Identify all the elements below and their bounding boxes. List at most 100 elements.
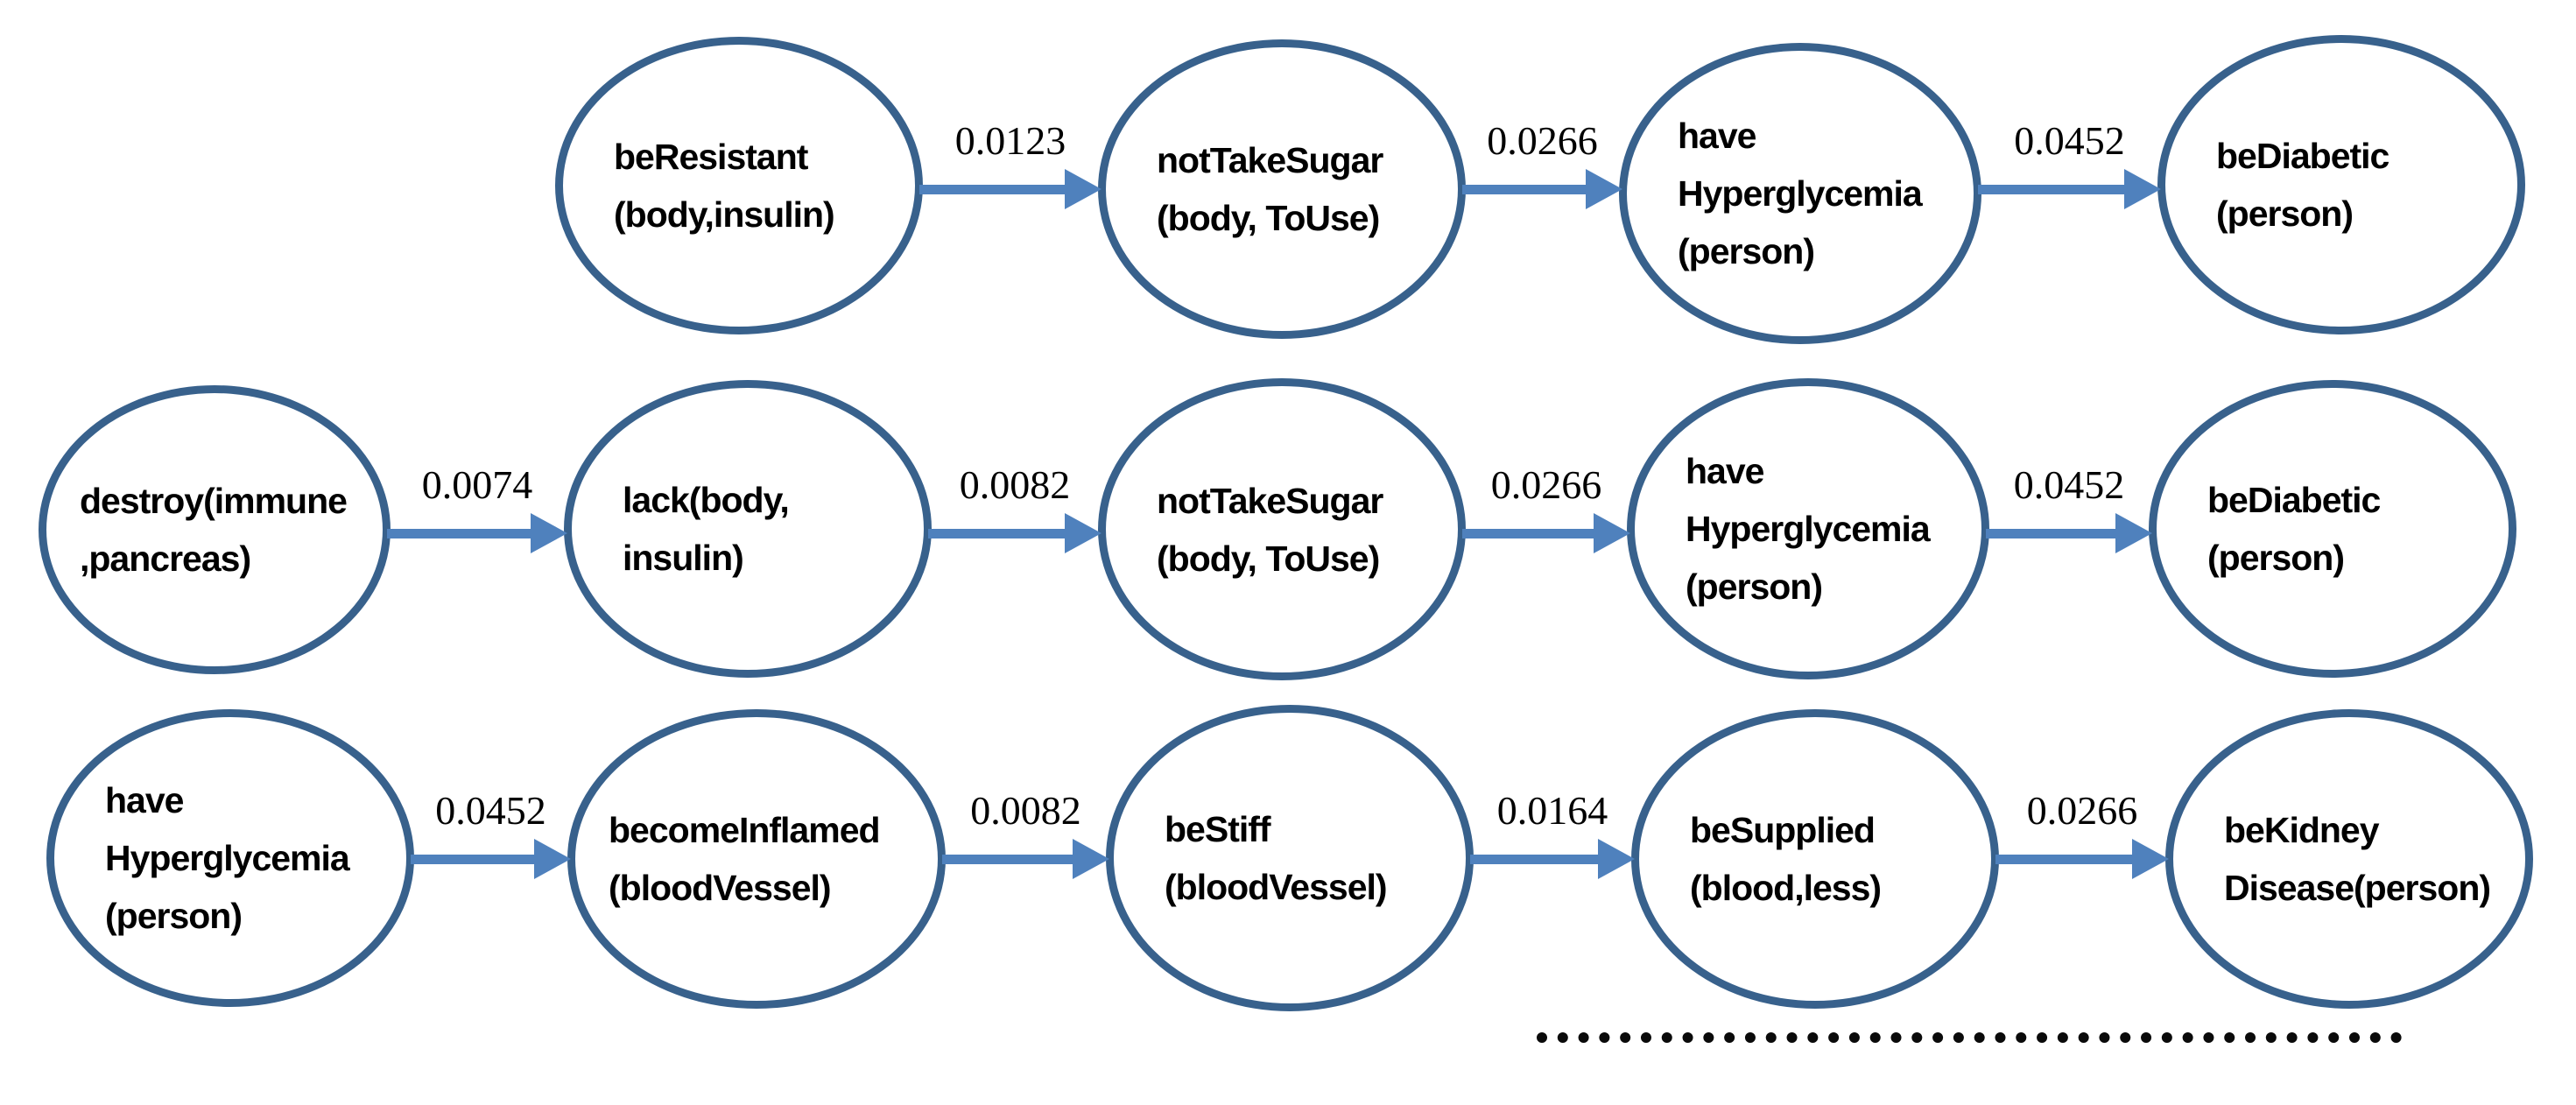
node-text-line: (body,insulin) <box>614 194 835 235</box>
node-text-line: (bloodVessel) <box>1165 867 1388 907</box>
arrow-shaft <box>1995 854 2132 864</box>
node-text-line: (person) <box>2216 194 2354 234</box>
node-beDiabetic-row1: beDiabetic (person) <box>2157 35 2525 334</box>
node-text-line: Hyperglycemia <box>1686 509 1931 549</box>
arrow-shaft <box>1462 184 1586 194</box>
node-beSupplied-blood-less: beSupplied (blood,less) <box>1631 709 1999 1009</box>
node-text-line: beSupplied <box>1690 810 1876 850</box>
edge-weight-label: 0.0082 <box>959 462 1071 507</box>
arrow-head <box>2124 169 2161 209</box>
node-haveHyperglycemia-row3: have Hyperglycemia (person) <box>46 709 414 1007</box>
node-beKidneyDisease-person: beKidney Disease(person) <box>2165 709 2533 1009</box>
node-text-line: Disease(person) <box>2224 868 2491 908</box>
node-notTakeSugar-row1: notTakeSugar (body, ToUse) <box>1098 39 1466 339</box>
arrow-shaft <box>928 528 1065 538</box>
node-text-line: beDiabetic <box>2207 480 2381 520</box>
edge-r1-2: 0.0266 <box>1462 118 1622 209</box>
edge-weight-label: 0.0266 <box>1490 462 1602 507</box>
node-text-line: (blood,less) <box>1690 868 1882 908</box>
node-text-line: Hyperglycemia <box>105 838 350 878</box>
edge-weight-label: 0.0074 <box>421 462 533 507</box>
edge-r1-3: 0.0452 <box>1978 118 2161 209</box>
arrow-right-connector <box>1995 839 2169 879</box>
edge-weight-label: 0.0452 <box>435 788 546 833</box>
edge-r3-3: 0.0164 <box>1470 788 1635 879</box>
node-text-line: ,pancreas) <box>80 538 251 579</box>
arrow-shaft <box>1462 528 1594 538</box>
node-text-line: (bloodVessel) <box>609 868 832 908</box>
arrow-head <box>1586 169 1622 209</box>
arrow-head <box>1065 513 1101 553</box>
arrow-head <box>2115 513 2152 553</box>
node-becomeInflamed-bloodVessel: becomeInflamed (bloodVessel) <box>567 709 946 1009</box>
node-text-line: (body, ToUse) <box>1157 538 1380 579</box>
edge-weight-label: 0.0452 <box>2014 118 2125 163</box>
edge-weight-label: 0.0452 <box>2013 462 2125 507</box>
arrow-right-connector <box>942 839 1109 879</box>
edge-r2-3: 0.0266 <box>1462 462 1630 553</box>
node-beStiff-bloodVessel: beStiff (bloodVessel) <box>1106 705 1474 1011</box>
edge-r2-1: 0.0074 <box>387 462 567 553</box>
node-text-line: have <box>1686 451 1764 491</box>
arrow-head <box>1598 839 1635 879</box>
edge-weight-label: 0.0123 <box>954 118 1066 163</box>
node-text-line: (person) <box>1678 231 1815 271</box>
node-text-line: becomeInflamed <box>609 810 881 850</box>
edge-r3-4: 0.0266 <box>1995 788 2169 879</box>
node-notTakeSugar-row2: notTakeSugar (body, ToUse) <box>1098 378 1466 680</box>
node-text-line: have <box>105 780 184 820</box>
arrow-shaft <box>1978 184 2124 194</box>
arrow-right-connector <box>919 169 1101 209</box>
arrow-head <box>2132 839 2169 879</box>
arrow-right-connector <box>1986 513 2152 553</box>
edge-r1-1: 0.0123 <box>919 118 1101 209</box>
arrow-right-connector <box>1462 513 1630 553</box>
node-text-line: insulin) <box>623 538 744 578</box>
node-text-line: (body, ToUse) <box>1157 198 1380 238</box>
arrow-right-connector <box>1462 169 1622 209</box>
arrow-head <box>534 839 571 879</box>
node-text-line: beStiff <box>1165 809 1271 849</box>
node-text-line: (person) <box>2207 538 2345 578</box>
node-text-line: have <box>1678 116 1756 156</box>
arrow-right-connector <box>1978 169 2161 209</box>
arrow-right-connector <box>387 513 567 553</box>
edge-r2-2: 0.0082 <box>928 462 1101 553</box>
edge-weight-label: 0.0164 <box>1496 788 1608 833</box>
node-haveHyperglycemia-row1: have Hyperglycemia (person) <box>1619 43 1981 344</box>
arrow-right-connector <box>928 513 1101 553</box>
edge-weight-label: 0.0082 <box>970 788 1081 833</box>
node-text-line: notTakeSugar <box>1157 140 1383 180</box>
arrow-shaft <box>942 854 1073 864</box>
arrow-head <box>1594 513 1630 553</box>
node-text-line: (person) <box>1686 567 1823 607</box>
node-text-line: beResistant <box>614 137 808 177</box>
node-text-line: (person) <box>105 896 243 936</box>
edge-r3-2: 0.0082 <box>942 788 1109 879</box>
edge-r2-4: 0.0452 <box>1986 462 2152 553</box>
arrow-head <box>1073 839 1109 879</box>
continuation-dotted-line <box>1537 1031 2402 1043</box>
arrow-shaft <box>411 854 534 864</box>
node-destroy-immune-pancreas: destroy(immune ,pancreas) <box>39 385 391 674</box>
node-lack-body-insulin: lack(body, insulin) <box>564 380 932 678</box>
arrow-right-connector <box>1470 839 1635 879</box>
node-haveHyperglycemia-row2: have Hyperglycemia (person) <box>1627 378 1989 679</box>
node-text-line: destroy(immune <box>80 481 348 521</box>
node-text-line: beDiabetic <box>2216 136 2389 176</box>
node-text-line: notTakeSugar <box>1157 480 1383 521</box>
node-beResistant-body-insulin: beResistant (body,insulin) <box>555 37 923 334</box>
arrow-head <box>1065 169 1101 209</box>
node-text-line: lack(body, <box>623 480 790 520</box>
arrow-shaft <box>1986 528 2115 538</box>
node-beDiabetic-row2: beDiabetic (person) <box>2149 380 2516 678</box>
edge-weight-label: 0.0266 <box>1487 118 1598 163</box>
edge-r3-1: 0.0452 <box>411 788 571 879</box>
node-text-line: Hyperglycemia <box>1678 173 1923 214</box>
arrow-right-connector <box>411 839 571 879</box>
node-text-line: beKidney <box>2224 810 2380 850</box>
arrow-shaft <box>1470 854 1598 864</box>
arrow-shaft <box>919 184 1065 194</box>
edge-weight-label: 0.0266 <box>2026 788 2138 833</box>
